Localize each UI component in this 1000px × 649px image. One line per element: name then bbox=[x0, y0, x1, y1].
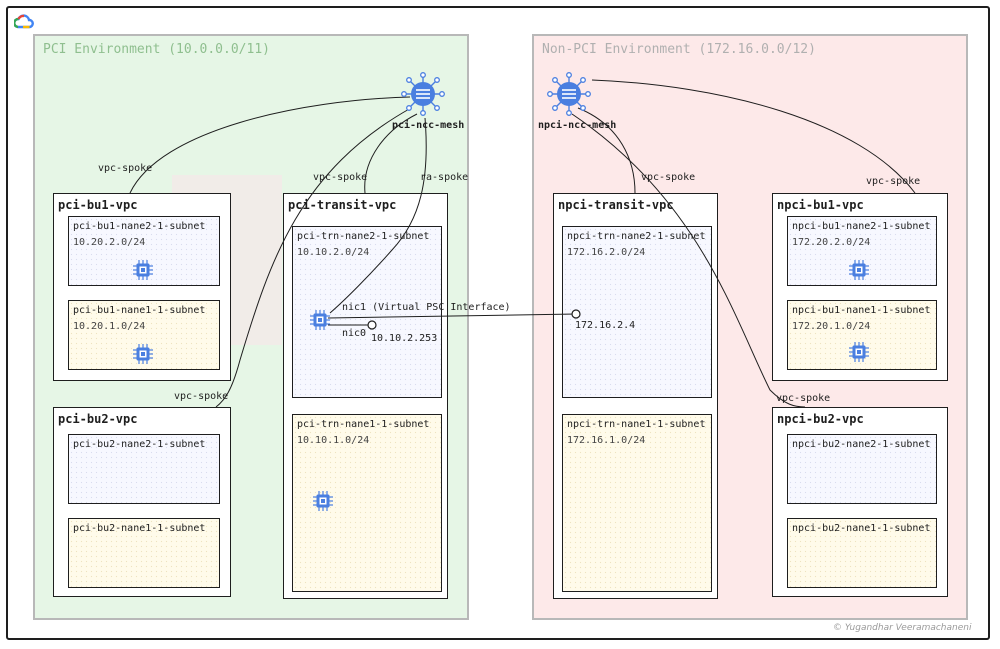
vpc-title: pci-bu2-vpc bbox=[58, 412, 138, 426]
npci-endpoint bbox=[571, 309, 581, 319]
pci-environment-title: PCI Environment (10.0.0.0/11) bbox=[43, 42, 270, 57]
line-npci-hub-transit bbox=[577, 107, 636, 194]
copyright-text: © Yugandhar Veeramachaneni bbox=[833, 623, 972, 633]
subnet-name: pci-bu1-nane2-1-subnet bbox=[73, 221, 206, 232]
compute-chip-icon bbox=[133, 344, 153, 364]
subnet-cidr: 172.20.1.0/24 bbox=[792, 321, 871, 332]
spoke-label-npci-bu2: vpc-spoke bbox=[776, 393, 831, 404]
spoke-label-npci-transit: vpc-spoke bbox=[641, 172, 696, 183]
subnet-cidr: 172.16.1.0/24 bbox=[567, 435, 646, 446]
subnet-cidr: 10.10.1.0/24 bbox=[297, 435, 370, 446]
vpc-title: npci-bu2-vpc bbox=[777, 412, 864, 426]
subnet-cidr: 10.20.1.0/24 bbox=[73, 321, 146, 332]
pci-hub-label: pci-ncc-mesh bbox=[392, 120, 465, 131]
subnet-npci-bu2-nane1: npci-bu2-nane1-1-subnet bbox=[787, 518, 937, 588]
subnet-name: npci-bu1-nane2-1-subnet bbox=[792, 221, 931, 232]
subnet-npci-trn-nane2: npci-trn-nane2-1-subnet 172.16.2.0/24 bbox=[562, 226, 712, 398]
subnet-name: pci-bu1-nane1-1-subnet bbox=[73, 305, 206, 316]
pci-transit-vpc: pci-transit-vpc pci-trn-nane2-1-subnet 1… bbox=[283, 193, 448, 599]
compute-chip-icon bbox=[849, 260, 869, 280]
line-pci-hub-bu2 bbox=[215, 107, 412, 408]
subnet-cidr: 172.16.2.0/24 bbox=[567, 247, 646, 258]
subnet-name: npci-bu1-nane1-1-subnet bbox=[792, 305, 931, 316]
diagram-frame bbox=[6, 6, 990, 640]
line-pci-ra-spoke bbox=[329, 117, 427, 314]
subnet-name: npci-bu2-nane1-1-subnet bbox=[792, 523, 931, 534]
subnet-cidr: 10.20.2.0/24 bbox=[73, 237, 146, 248]
subnet-name: npci-trn-nane1-1-subnet bbox=[567, 419, 706, 430]
pci-ncc-hub-icon bbox=[401, 72, 445, 116]
pci-bu2-vpc: pci-bu2-vpc pci-bu2-nane2-1-subnet pci-b… bbox=[53, 407, 231, 597]
subnet-npci-trn-nane1: npci-trn-nane1-1-subnet 172.16.1.0/24 bbox=[562, 414, 712, 592]
compute-chip-icon bbox=[313, 491, 333, 511]
vpc-title: pci-bu1-vpc bbox=[58, 198, 138, 212]
subnet-name: npci-trn-nane2-1-subnet bbox=[567, 231, 706, 242]
spoke-label-pci-bu1: vpc-spoke bbox=[98, 163, 153, 174]
nic1-label: nic1 (Virtual PSC Interface) bbox=[342, 302, 511, 313]
npci-ncc-hub-icon bbox=[547, 72, 591, 116]
compute-chip-icon bbox=[849, 342, 869, 362]
npci-hub-label: npci-ncc-mesh bbox=[538, 120, 617, 131]
vpc-title: pci-transit-vpc bbox=[288, 198, 397, 212]
pci-bu1-vpc: pci-bu1-vpc pci-bu1-nane2-1-subnet 10.20… bbox=[53, 193, 231, 381]
google-cloud-logo bbox=[14, 14, 34, 29]
npci-bu2-vpc: npci-bu2-vpc npci-bu2-nane2-1-subnet npc… bbox=[772, 407, 948, 597]
spoke-label-pci-ra: ra-spoke bbox=[420, 172, 469, 183]
subnet-pci-trn-nane2: pci-trn-nane2-1-subnet 10.10.2.0/24 bbox=[292, 226, 442, 398]
spoke-label-pci-bu2: vpc-spoke bbox=[174, 391, 229, 402]
compute-chip-icon bbox=[310, 310, 330, 330]
line-npci-hub-bu2 bbox=[571, 113, 806, 408]
npci-transit-vpc: npci-transit-vpc npci-trn-nane2-1-subnet… bbox=[553, 193, 718, 599]
spoke-label-npci-bu1: vpc-spoke bbox=[866, 176, 921, 187]
vpc-title: npci-transit-vpc bbox=[558, 198, 674, 212]
subnet-name: npci-bu2-nane2-1-subnet bbox=[792, 439, 931, 450]
line-pci-hub-bu1 bbox=[129, 96, 411, 194]
compute-chip-icon bbox=[133, 260, 153, 280]
npci-environment-title: Non-PCI Environment (172.16.0.0/12) bbox=[542, 42, 816, 57]
subnet-npci-bu2-nane2: npci-bu2-nane2-1-subnet bbox=[787, 434, 937, 504]
line-npci-hub-bu1 bbox=[591, 79, 916, 194]
nic0-label: nic0 bbox=[342, 328, 367, 339]
subnet-name: pci-trn-nane1-1-subnet bbox=[297, 419, 430, 430]
spoke-label-pci-transit: vpc-spoke bbox=[313, 172, 368, 183]
subnet-cidr: 10.10.2.0/24 bbox=[297, 247, 370, 258]
line-psc-interface bbox=[327, 313, 577, 319]
subnet-pci-bu2-nane2: pci-bu2-nane2-1-subnet bbox=[68, 434, 220, 504]
npci-ip-label: 172.16.2.4 bbox=[575, 320, 636, 331]
subnet-pci-bu2-nane1: pci-bu2-nane1-1-subnet bbox=[68, 518, 220, 588]
vpc-title: npci-bu1-vpc bbox=[777, 198, 864, 212]
subnet-name: pci-trn-nane2-1-subnet bbox=[297, 231, 430, 242]
subnet-cidr: 172.20.2.0/24 bbox=[792, 237, 871, 248]
nic0-ip-label: 10.10.2.253 bbox=[371, 333, 438, 344]
line-pci-hub-transit bbox=[364, 113, 418, 194]
subnet-name: pci-bu2-nane1-1-subnet bbox=[73, 523, 206, 534]
subnet-name: pci-bu2-nane2-1-subnet bbox=[73, 439, 206, 450]
nic0-endpoint bbox=[367, 320, 377, 330]
subnet-pci-bu1-nane2: pci-bu1-nane2-1-subnet 10.20.2.0/24 bbox=[68, 216, 220, 286]
